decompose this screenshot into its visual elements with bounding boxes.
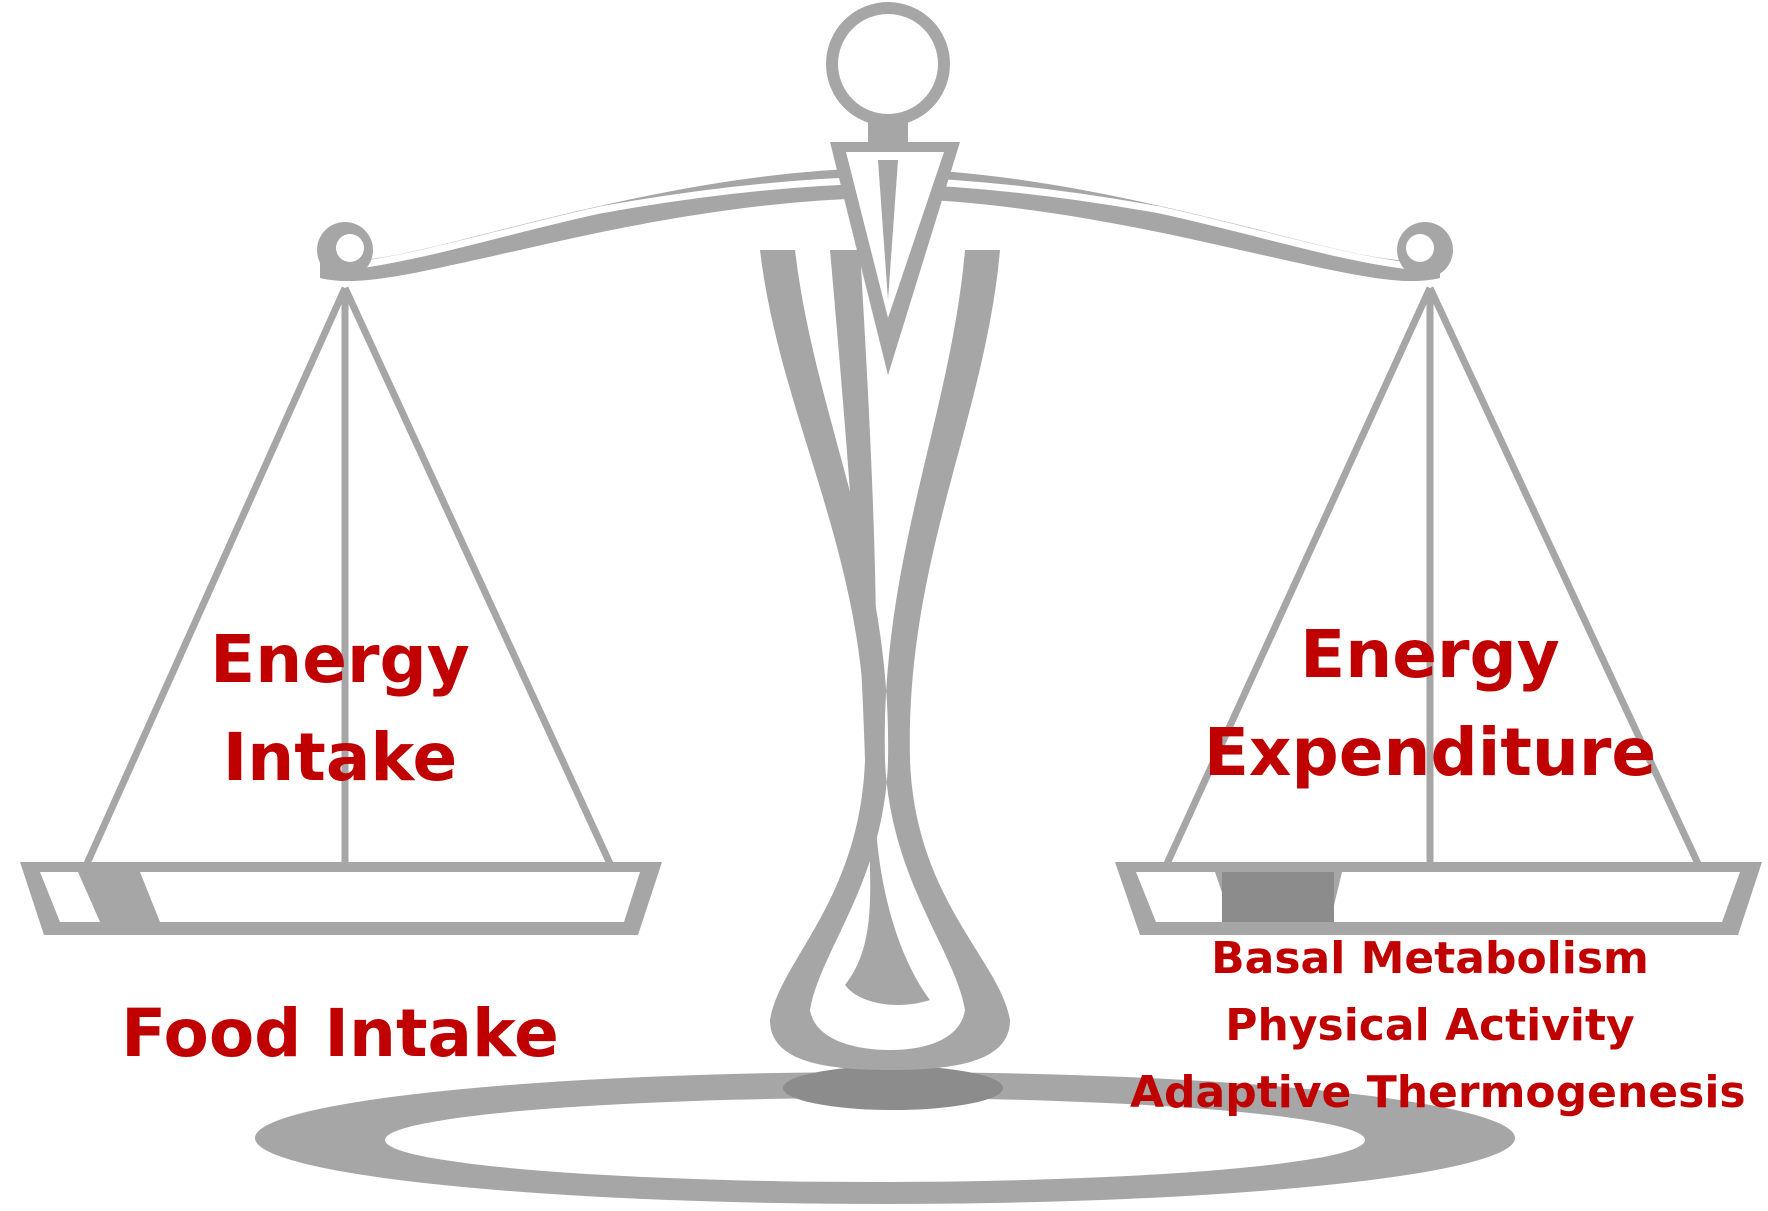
scale-top-knob bbox=[826, 2, 960, 375]
expenditure-component-physical-activity: Physical Activity bbox=[1225, 1000, 1635, 1051]
right-scale-pan bbox=[1115, 286, 1762, 935]
scale-pillar bbox=[760, 250, 1010, 1070]
energy-intake-heading-line2: Intake bbox=[222, 719, 458, 796]
scale-base bbox=[255, 1066, 1515, 1204]
intake-component-food-intake: Food Intake bbox=[121, 995, 559, 1072]
energy-expenditure-heading: Energy Expenditure bbox=[1200, 606, 1660, 802]
left-scale-pan bbox=[20, 286, 662, 935]
intake-components: Food Intake bbox=[120, 985, 560, 1083]
energy-expenditure-heading-line2: Expenditure bbox=[1203, 714, 1657, 791]
energy-intake-heading: Energy Intake bbox=[160, 611, 520, 807]
energy-expenditure-heading-line1: Energy bbox=[1300, 616, 1560, 693]
expenditure-components: Basal Metabolism Physical Activity Adapt… bbox=[1130, 925, 1746, 1126]
energy-intake-heading-line1: Energy bbox=[210, 621, 470, 698]
expenditure-component-adaptive-thermogenesis: Adaptive Thermogenesis bbox=[1130, 1067, 1746, 1118]
expenditure-component-basal-metabolism: Basal Metabolism bbox=[1211, 933, 1649, 984]
